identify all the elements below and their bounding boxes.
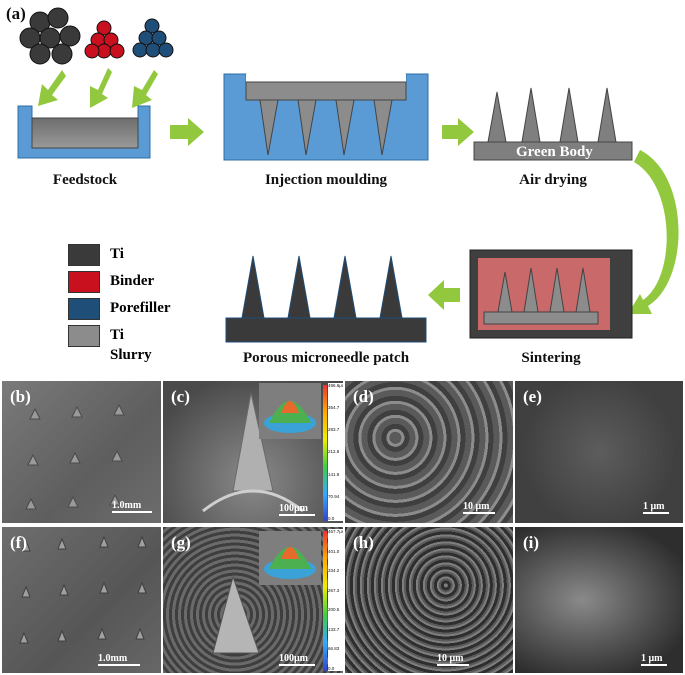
height-map-inset [259, 383, 321, 439]
arrow-mould-to-dry [442, 118, 474, 146]
micrograph-d: (d) 10 μm [345, 381, 513, 523]
sintering-furnace [469, 249, 633, 339]
panel-a-label: (a) [6, 4, 26, 23]
scale-bar-b: 1.0mm [112, 500, 152, 513]
single-needle-texture [202, 392, 304, 513]
green-body [473, 87, 633, 161]
injection-mould [223, 73, 429, 161]
scale-bar-c: 100μm [279, 503, 315, 516]
feed-arrows [38, 68, 158, 108]
scale-bar-d: 10 μm [463, 501, 495, 514]
caption-feedstock: Feedstock [52, 172, 118, 188]
single-needle-texture [212, 575, 260, 654]
ti-particles [19, 7, 81, 65]
feedstock-vessel [17, 105, 151, 159]
micrograph-f: (f) 1.0mm [2, 527, 161, 673]
microneedle-array-texture [19, 535, 147, 644]
scale-bar-g: 100μm [279, 653, 315, 666]
scale-bar-f: 1.0mm [98, 653, 140, 666]
microneedle-array-texture [25, 403, 125, 510]
porous-microneedle-patch [225, 255, 427, 343]
process-schematic [17, 7, 679, 343]
arrow-dry-to-sinter [628, 150, 679, 314]
caption-injection: Injection moulding [264, 172, 388, 188]
scale-bar-e: 1 μm [643, 501, 669, 514]
caption-patch: Porous microneedle patch [242, 350, 410, 366]
scale-bar-i: 1 μm [641, 653, 667, 666]
height-map-inset [259, 531, 321, 585]
porefiller-particles [132, 18, 174, 58]
arrow-feed-to-mould [170, 118, 204, 146]
colorbar-c [323, 385, 327, 521]
micrograph-i: (i) 1 μm [515, 527, 683, 673]
micrograph-g: 467.7μm401.0334.2267.3200.5133.766.830.0… [163, 527, 343, 673]
scale-bar-h: 10 μm [437, 653, 469, 666]
caption-sintering: Sintering [521, 350, 581, 366]
colorbar-g [323, 531, 327, 671]
binder-particles [84, 20, 125, 59]
caption-drying: Air drying [519, 172, 587, 188]
micrograph-h: (h) 10 μm [345, 527, 513, 673]
micrograph-e: (e) 1 μm [515, 381, 683, 523]
green-body-label: Green Body [516, 144, 593, 160]
micrograph-b: (b) 1.0mm [2, 381, 161, 523]
arrow-sinter-to-patch [428, 280, 460, 310]
